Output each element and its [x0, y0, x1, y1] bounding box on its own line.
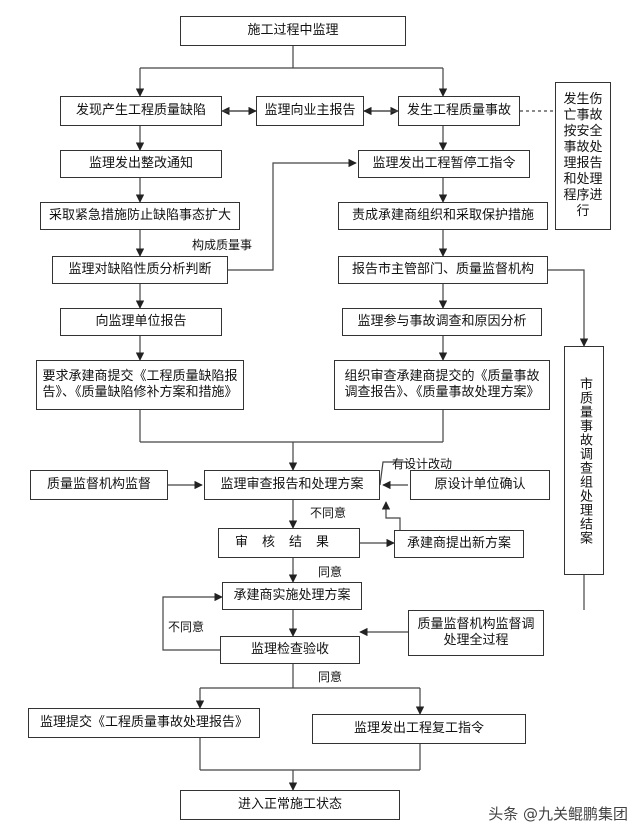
node-new-plan: 承建商提出新方案	[394, 530, 524, 558]
node-rectify-notice: 监理发出整改通知	[60, 150, 222, 178]
label-agree-1: 同意	[318, 565, 343, 579]
node-defect-found: 发现产生工程质量缺陷	[60, 96, 222, 126]
label-disagree-1: 不同意	[310, 506, 347, 520]
node-contractor-submit-defect: 要求承建商提交《工程质量缺陷报告》、《质量缺陷修补方案和措施》	[36, 360, 244, 410]
node-stop-order: 监理发出工程暂停工指令	[358, 150, 530, 178]
node-supervise-process: 质量监督机构监督调处理全过程	[408, 610, 544, 656]
node-resume-order: 监理发出工程复工指令	[312, 714, 526, 744]
node-design-confirm: 原设计单位确认	[410, 470, 550, 500]
node-accident-investigation: 监理参与事故调查和原因分析	[342, 308, 542, 336]
node-implement-plan: 承建商实施处理方案	[222, 582, 362, 610]
node-defect-analysis: 监理对缺陷性质分析判断	[52, 256, 228, 284]
label-design-change: 有设计改动	[392, 457, 453, 471]
node-review-accident-reports: 组织审查承建商提交的《质量事故调查报告》、《质量事故处理方案》	[334, 360, 550, 410]
node-city-investigation: 市质量事故调查组处理结案	[564, 346, 604, 575]
node-report-unit: 向监理单位报告	[60, 308, 222, 336]
node-review-plan: 监理审查报告和处理方案	[204, 470, 380, 500]
label-quality-accident: 构成质量事	[192, 238, 253, 252]
node-start: 施工过程中监理	[180, 16, 406, 46]
node-protect-measures: 责成承建商组织和采取保护措施	[338, 202, 548, 230]
node-emergency-measures: 采取紧急措施防止缺陷事态扩大	[40, 202, 240, 230]
watermark: 头条 @九关鲲鹏集团	[488, 805, 628, 823]
node-inspection-acceptance: 监理检查验收	[220, 636, 360, 664]
node-supervision-station: 质量监督机构监督	[30, 470, 168, 500]
label-agree-2: 同意	[318, 670, 343, 684]
node-report-owner: 监理向业主报告	[256, 96, 364, 126]
node-normal-construction: 进入正常施工状态	[180, 790, 400, 820]
node-accident-occurs: 发生工程质量事故	[398, 96, 520, 126]
node-audit-result: 审核结果	[218, 528, 360, 558]
node-casualty-note: 发生伤亡事故按安全事故处理报告和处理程序进行	[555, 82, 611, 230]
node-submit-report: 监理提交《工程质量事故处理报告》	[28, 708, 260, 738]
node-report-authority: 报告市主管部门、质量监督机构	[338, 256, 548, 284]
label-disagree-2: 不同意	[168, 620, 205, 634]
